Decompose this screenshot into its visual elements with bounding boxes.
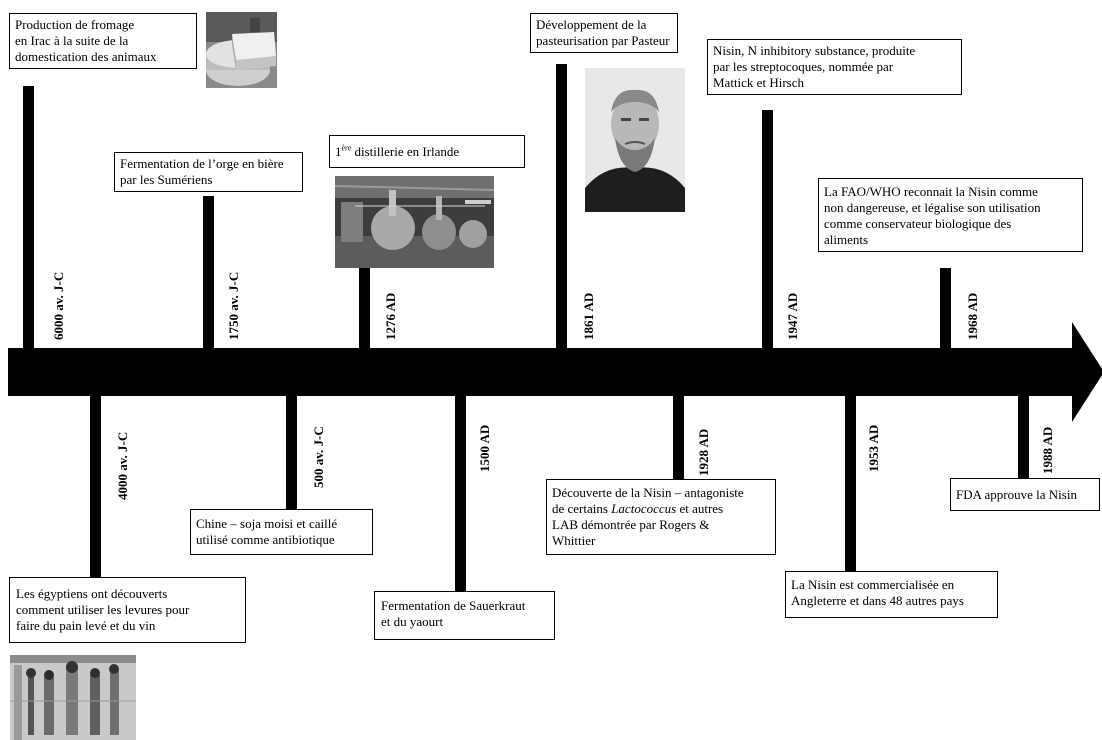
event-text: aliments xyxy=(824,232,869,247)
event-text: LAB démontrée par Rogers & xyxy=(552,517,710,532)
date-6000bc: 6000 av. J-C xyxy=(51,271,66,340)
event-text: La FAO/WHO reconnait la Nisin comme xyxy=(824,184,1038,199)
event-text: Découverte de la Nisin – antagoniste xyxy=(552,485,744,500)
event-text: par les Sumériens xyxy=(120,172,213,187)
date-1968ad: 1968 AD xyxy=(965,292,980,340)
date-1947ad: 1947 AD xyxy=(785,292,800,340)
event-text-sup: ère xyxy=(341,143,352,153)
timeline-axis xyxy=(8,348,1074,396)
event-box-6000bc: Production de fromage en Irac à la suite… xyxy=(9,13,197,69)
event-text: et du yaourt xyxy=(381,614,444,629)
pasteur-portrait xyxy=(585,68,685,212)
stem-1968ad xyxy=(940,268,951,348)
date-1500ad: 1500 AD xyxy=(477,424,492,472)
event-text: en Irac à la suite de la xyxy=(15,33,129,48)
event-box-1988ad: FDA approuve la Nisin xyxy=(950,478,1100,511)
event-text: Chine – soja moisi et caillé xyxy=(196,516,338,531)
date-1928ad: 1928 AD xyxy=(696,428,711,476)
event-box-1947ad: Nisin, N inhibitory substance, produite … xyxy=(707,39,962,95)
event-text: Angleterre et dans 48 autres pays xyxy=(791,593,964,608)
stem-1947ad xyxy=(762,110,773,348)
event-text: comme conservateur biologique des xyxy=(824,216,1012,231)
event-text: pasteurisation par Pasteur xyxy=(536,33,670,48)
date-1750bc: 1750 av. J-C xyxy=(226,271,241,340)
event-box-1500ad: Fermentation de Sauerkraut et du yaourt xyxy=(374,591,555,640)
event-text: faire du pain levé et du vin xyxy=(16,618,156,633)
event-text: distillerie en Irlande xyxy=(351,144,460,159)
event-text: et autres xyxy=(676,501,724,516)
event-text: Développement de la xyxy=(536,17,647,32)
event-text: non dangereuse, et légalise son utilisat… xyxy=(824,200,1041,215)
event-text: domestication des animaux xyxy=(15,49,157,64)
event-text: de certains xyxy=(552,501,612,516)
event-text: Les égyptiens ont découverts xyxy=(16,586,168,601)
date-1861ad: 1861 AD xyxy=(581,292,596,340)
event-box-1968ad: La FAO/WHO reconnait la Nisin comme non … xyxy=(818,178,1083,252)
stem-1500ad xyxy=(455,396,466,592)
timeline-arrowhead xyxy=(1072,322,1102,422)
event-text: par les streptocoques, nommée par xyxy=(713,59,894,74)
event-text: Fermentation de Sauerkraut xyxy=(381,598,526,613)
date-1988ad: 1988 AD xyxy=(1040,426,1055,474)
event-text: Mattick et Hirsch xyxy=(713,75,804,90)
date-1953ad: 1953 AD xyxy=(866,424,881,472)
stem-1953ad xyxy=(845,396,856,572)
date-4000bc: 4000 av. J-C xyxy=(115,431,130,500)
event-text-italic: Lactococcus xyxy=(611,501,677,516)
event-text: comment utiliser les levures pour xyxy=(16,602,190,617)
event-text: Nisin, N inhibitory substance, produite xyxy=(713,43,916,58)
date-500bc: 500 av. J-C xyxy=(311,426,326,488)
event-text: utilisé comme antibiotique xyxy=(196,532,335,547)
event-text: Fermentation de l’orge en bière xyxy=(120,156,284,171)
event-text: 1 xyxy=(335,144,342,159)
event-box-1953ad: La Nisin est commercialisée en Angleterr… xyxy=(785,571,998,618)
stem-1928ad xyxy=(673,396,684,480)
stem-4000bc xyxy=(90,396,101,578)
stem-6000bc xyxy=(23,86,34,348)
stem-1861ad xyxy=(556,64,567,348)
event-text: Production de fromage xyxy=(15,17,135,32)
event-text: FDA approuve la Nisin xyxy=(956,487,1077,502)
stem-500bc xyxy=(286,396,297,510)
event-box-1276ad: 1ère distillerie en Irlande xyxy=(329,135,525,168)
distillery-photo xyxy=(335,176,494,268)
egyptian-fresco xyxy=(10,655,136,740)
stem-1276ad xyxy=(359,268,370,348)
event-box-1861ad: Développement de la pasteurisation par P… xyxy=(530,13,678,53)
stem-1988ad xyxy=(1018,396,1029,478)
event-text: Whittier xyxy=(552,533,596,548)
cheese-photo xyxy=(206,12,277,88)
event-box-500bc: Chine – soja moisi et caillé utilisé com… xyxy=(190,509,373,555)
event-text: La Nisin est commercialisée en xyxy=(791,577,955,592)
event-box-1928ad: Découverte de la Nisin – antagoniste de … xyxy=(546,479,776,555)
stem-1750bc xyxy=(203,196,214,348)
event-box-1750bc: Fermentation de l’orge en bière par les … xyxy=(114,152,303,192)
date-1276ad: 1276 AD xyxy=(383,292,398,340)
event-box-4000bc: Les égyptiens ont découverts comment uti… xyxy=(9,577,246,643)
